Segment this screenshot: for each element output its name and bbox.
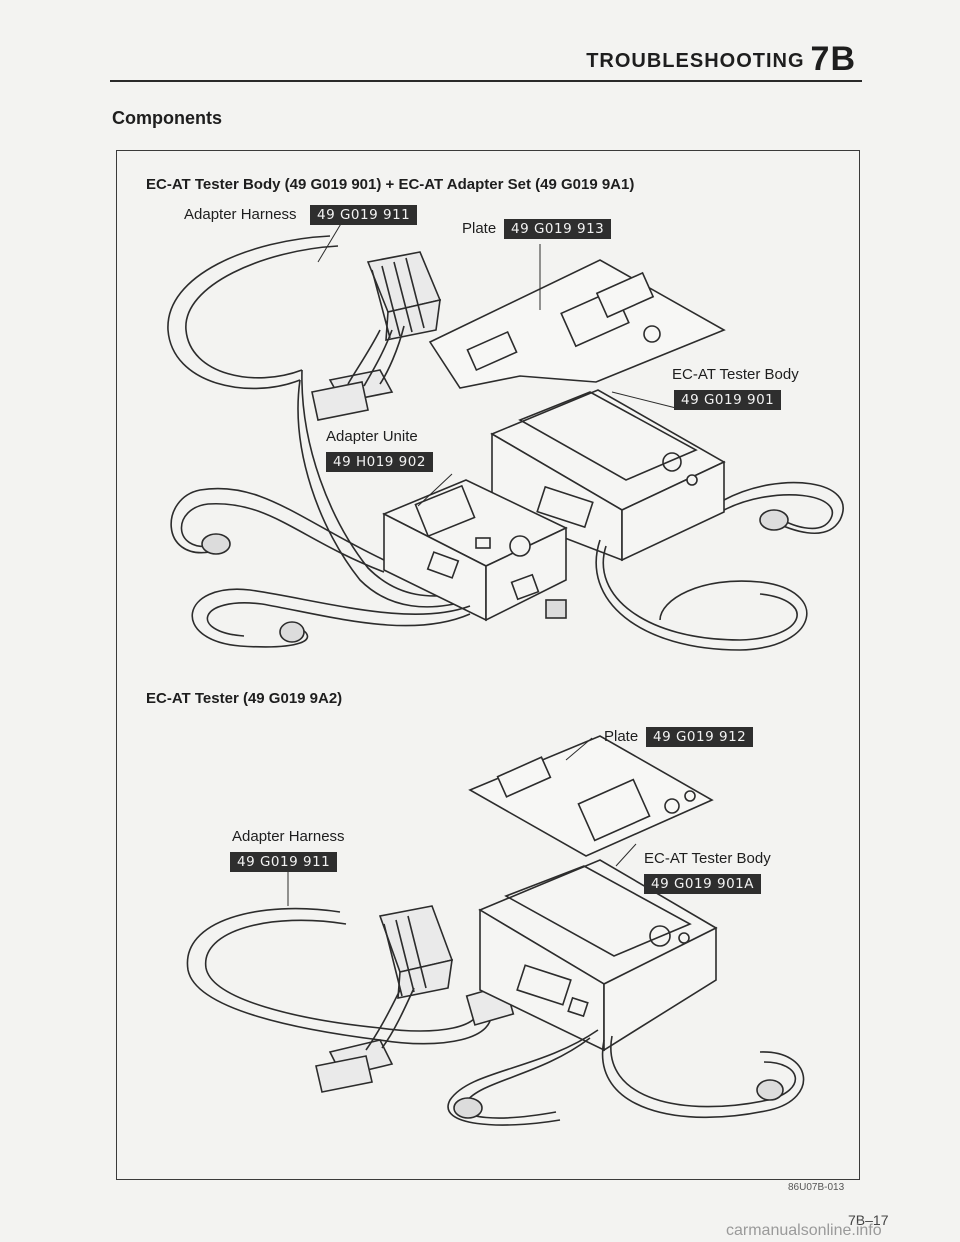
header-title-text: TROUBLESHOOTING (586, 50, 805, 72)
fig1-harness-connector (311, 251, 442, 421)
fig2-tester-body-part-badge: 49 G019 901A (644, 874, 761, 894)
fig2-plate-part-badge: 49 G019 912 (646, 727, 754, 747)
fig1-adapter-unit-part-badge: 49 H019 902 (326, 452, 433, 472)
fig1-right-cable (595, 481, 844, 651)
section-heading: Components (112, 108, 222, 128)
fig2-plate-label: Plate (604, 728, 639, 745)
fig1-adapter-harness-label: Adapter Harness (184, 206, 297, 223)
fig2-adapter-harness-label: Adapter Harness (232, 828, 345, 845)
fig2-cables (447, 1029, 805, 1126)
figure1-caption: EC-AT Tester Body (49 G019 901) + EC-AT … (146, 176, 635, 193)
fig2-adapter-harness-part-badge: 49 G019 911 (230, 852, 338, 872)
fig1-harness-coil (167, 235, 471, 608)
fig1-tester-body-part-badge: 49 G019 901 (674, 390, 782, 410)
figure-code: 86U07B-013 (788, 1182, 845, 1193)
watermark: carmanualsonline.info (726, 1222, 882, 1239)
fig2-tester-body-label: EC-AT Tester Body (644, 850, 771, 867)
fig1-adapter-harness-part-badge: 49 G019 911 (310, 205, 418, 225)
fig1-plate-913 (428, 259, 726, 389)
fig1-tester-body (490, 389, 726, 562)
fig1-adapter-unit-label: Adapter Unite (326, 428, 418, 445)
fig2-tester-body (478, 859, 718, 1052)
header-rule (110, 80, 862, 82)
fig2-plate-912 (468, 735, 714, 857)
fig1-plate-part-badge: 49 G019 913 (504, 219, 612, 239)
fig1-plate-label: Plate (462, 220, 497, 237)
figure-frame (116, 150, 860, 1180)
fig1-adapter-unit (382, 479, 568, 622)
figure2-caption: EC-AT Tester (49 G019 9A2) (146, 690, 343, 707)
header-section-number: 7B (810, 40, 856, 78)
page-number: 7B–17 (848, 1212, 889, 1228)
fig1-left-cable (170, 487, 471, 648)
fig1-tester-body-label: EC-AT Tester Body (672, 366, 799, 383)
